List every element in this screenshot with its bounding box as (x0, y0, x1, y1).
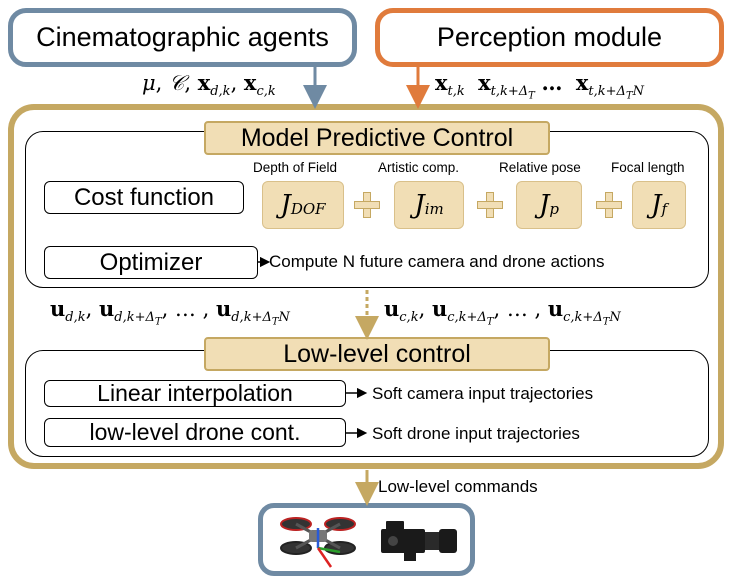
plus-icon (477, 192, 503, 218)
term-dof-subscript: DOF (290, 200, 326, 218)
plus-icon (354, 192, 380, 218)
perception-inputs-math: xt,k xt,k+ΔT … xt,k+ΔTN (435, 70, 644, 102)
camera-actions-math: uc,k, uc,k+ΔT, … , uc,k+ΔTN (384, 296, 621, 328)
linear-interpolation-label: Linear interpolation (97, 380, 293, 406)
cinematographic-agents-label: Cinematographic agents (36, 22, 329, 52)
plus-icon (596, 192, 622, 218)
cost-function-label: Cost function (73, 183, 215, 211)
perception-module-label: Perception module (436, 22, 663, 52)
term-artistic-subscript: im (424, 200, 444, 218)
low-level-title-text: Low-level control (283, 339, 471, 368)
low-level-commands-text: Low-level commands (378, 477, 538, 496)
drone-icon (280, 517, 356, 568)
optimizer-label: Optimizer (99, 248, 203, 276)
low-level-drone-box: low-level drone cont. (44, 418, 346, 447)
cost-function-box: Cost function (44, 181, 244, 214)
perception-module-box: Perception module (375, 8, 724, 67)
agents-inputs-math: μ, 𝒞, xd,k, xc,k (142, 70, 276, 100)
term-dof-symbol: J (280, 190, 291, 220)
drone-output-text: Soft drone input trajectories (372, 424, 580, 443)
low-level-drone-label: low-level drone cont. (89, 419, 301, 445)
mpc-title-text: Model Predictive Control (240, 123, 514, 152)
linear-output-text: Soft camera input trajectories (372, 384, 594, 403)
cinematographic-agents-box: Cinematographic agents (8, 8, 357, 67)
term-header-focal: Focal length (611, 160, 685, 175)
term-header-artistic: Artistic comp. (378, 160, 460, 175)
term-artistic-symbol: J (414, 190, 425, 220)
term-header-dof: Depth of Field (253, 160, 338, 175)
controller-frame (8, 104, 724, 469)
optimizer-output-text: Compute N future camera and drone action… (269, 252, 605, 271)
term-focal-symbol: J (651, 190, 662, 220)
optimizer-box: Optimizer (44, 246, 258, 279)
linear-interpolation-box: Linear interpolation (44, 380, 346, 407)
term-header-pose: Relative pose (499, 160, 581, 175)
drone-actions-math: ud,k, ud,k+ΔT, … , ud,k+ΔTN (50, 296, 290, 328)
cinema-camera-icon (381, 521, 457, 561)
term-pose-symbol: J (538, 190, 550, 220)
mpc-title: Model Predictive Control (204, 121, 550, 155)
term-focal-subscript: f (661, 200, 667, 218)
term-pose-subscript: p (549, 200, 560, 218)
